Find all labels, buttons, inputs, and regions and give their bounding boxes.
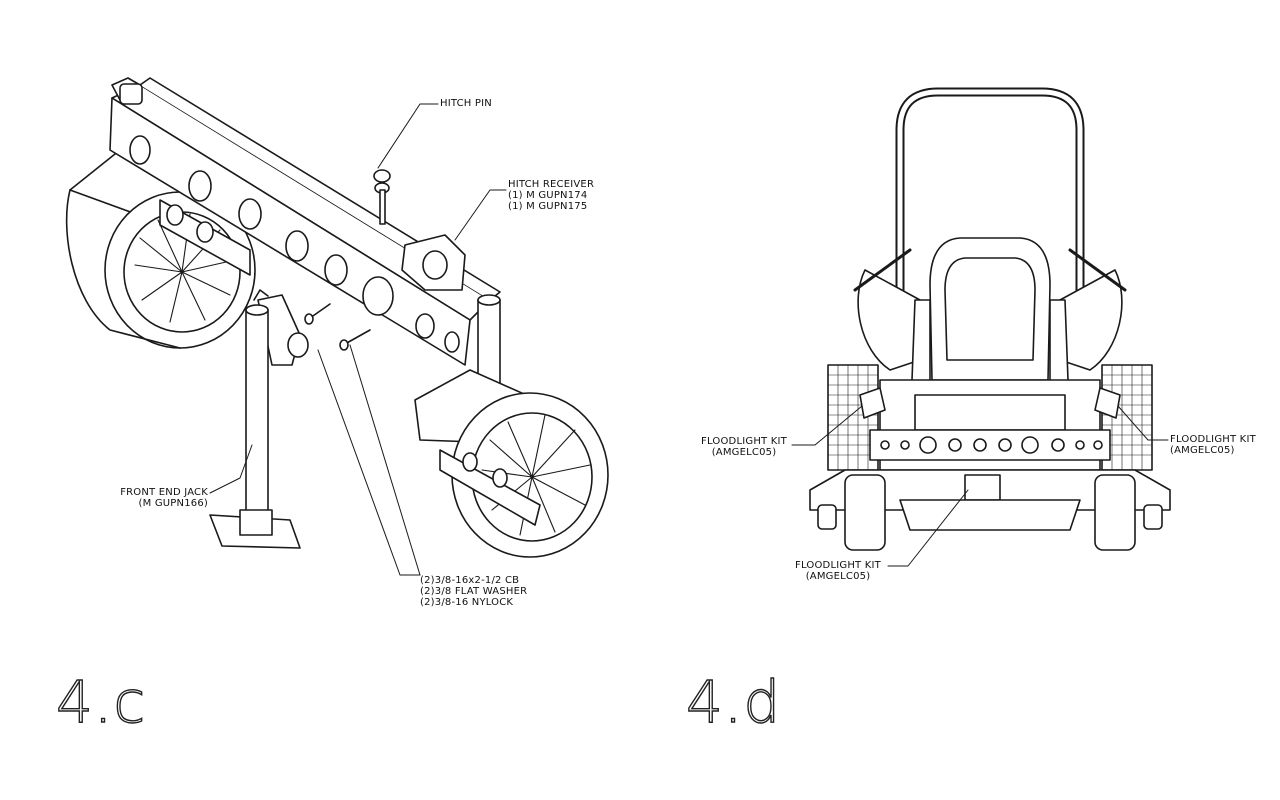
right-fender — [1059, 269, 1123, 371]
floodlight-left-part: (AMGELC05) — [711, 447, 777, 458]
floodlight-left — [859, 387, 886, 419]
left-fender — [857, 269, 921, 371]
control-panel — [914, 394, 1066, 431]
floodlight-bottom-title: FLOODLIGHT KIT — [795, 560, 881, 571]
floodlight-right — [1094, 387, 1121, 419]
hardware-bolts — [304, 303, 371, 351]
hitch-receiver-part-1: (1) M GUPN174 — [508, 190, 588, 201]
floodlight-left-label: FLOODLIGHT KIT (AMGELC05) — [692, 436, 796, 458]
left-mount-hole — [166, 204, 184, 226]
rops-bar-inner — [897, 89, 1083, 363]
hitch-receiver-title: HITCH RECEIVER — [508, 179, 595, 190]
figure-4d-leaders — [791, 405, 1169, 567]
right-wheel — [414, 369, 609, 558]
hardware-bolt: (2)3/8-16x2-1/2 CB — [420, 575, 520, 586]
floodlight-left-title: FLOODLIGHT KIT — [701, 436, 787, 447]
floodlight-bottom-label: FLOODLIGHT KIT (AMGELC05) — [786, 560, 890, 582]
seat — [911, 237, 1069, 386]
hitch-receiver-part-2: (1) M GUPN175 — [508, 201, 588, 212]
hitch-receiver — [401, 234, 466, 291]
right-post — [477, 294, 501, 386]
front-end-jack-label: FRONT END JACK (M GUPN166) — [62, 487, 208, 509]
figure-4d-drawing — [791, 87, 1171, 567]
hardware-label: (2)3/8-16x2-1/2 CB (2)3/8 FLAT WASHER (2… — [420, 575, 527, 608]
front-casters — [817, 474, 1163, 551]
hardware-nut: (2)3/8-16 NYLOCK — [420, 597, 514, 608]
floodlight-bar — [869, 429, 1111, 461]
lower-deck-skirt — [899, 499, 1081, 531]
floodlight-right-label: FLOODLIGHT KIT (AMGELC05) — [1170, 434, 1256, 456]
figure-4d-number: 4.d — [685, 667, 782, 736]
floodlight-right-part: (AMGELC05) — [1170, 445, 1235, 456]
floodlight-bottom-part: (AMGELC05) — [805, 571, 871, 582]
left-mount-hole — [196, 221, 214, 243]
floodlight-bottom — [964, 474, 1001, 501]
figure-4c-leaders — [209, 103, 507, 576]
hitch-pin — [373, 169, 391, 225]
hardware-washer: (2)3/8 FLAT WASHER — [420, 586, 528, 597]
floodlight-right-title: FLOODLIGHT KIT — [1170, 434, 1256, 445]
front-end-jack — [209, 289, 309, 549]
figure-4c-number: 4.c — [55, 667, 147, 736]
front-end-jack-title: FRONT END JACK — [120, 487, 208, 498]
front-end-jack-part: (M GUPN166) — [138, 498, 208, 509]
hitch-receiver-label: HITCH RECEIVER (1) M GUPN174 (1) M GUPN1… — [508, 179, 594, 212]
hitch-pin-label-text: HITCH PIN — [440, 98, 492, 109]
hitch-pin-label: HITCH PIN — [440, 98, 492, 109]
